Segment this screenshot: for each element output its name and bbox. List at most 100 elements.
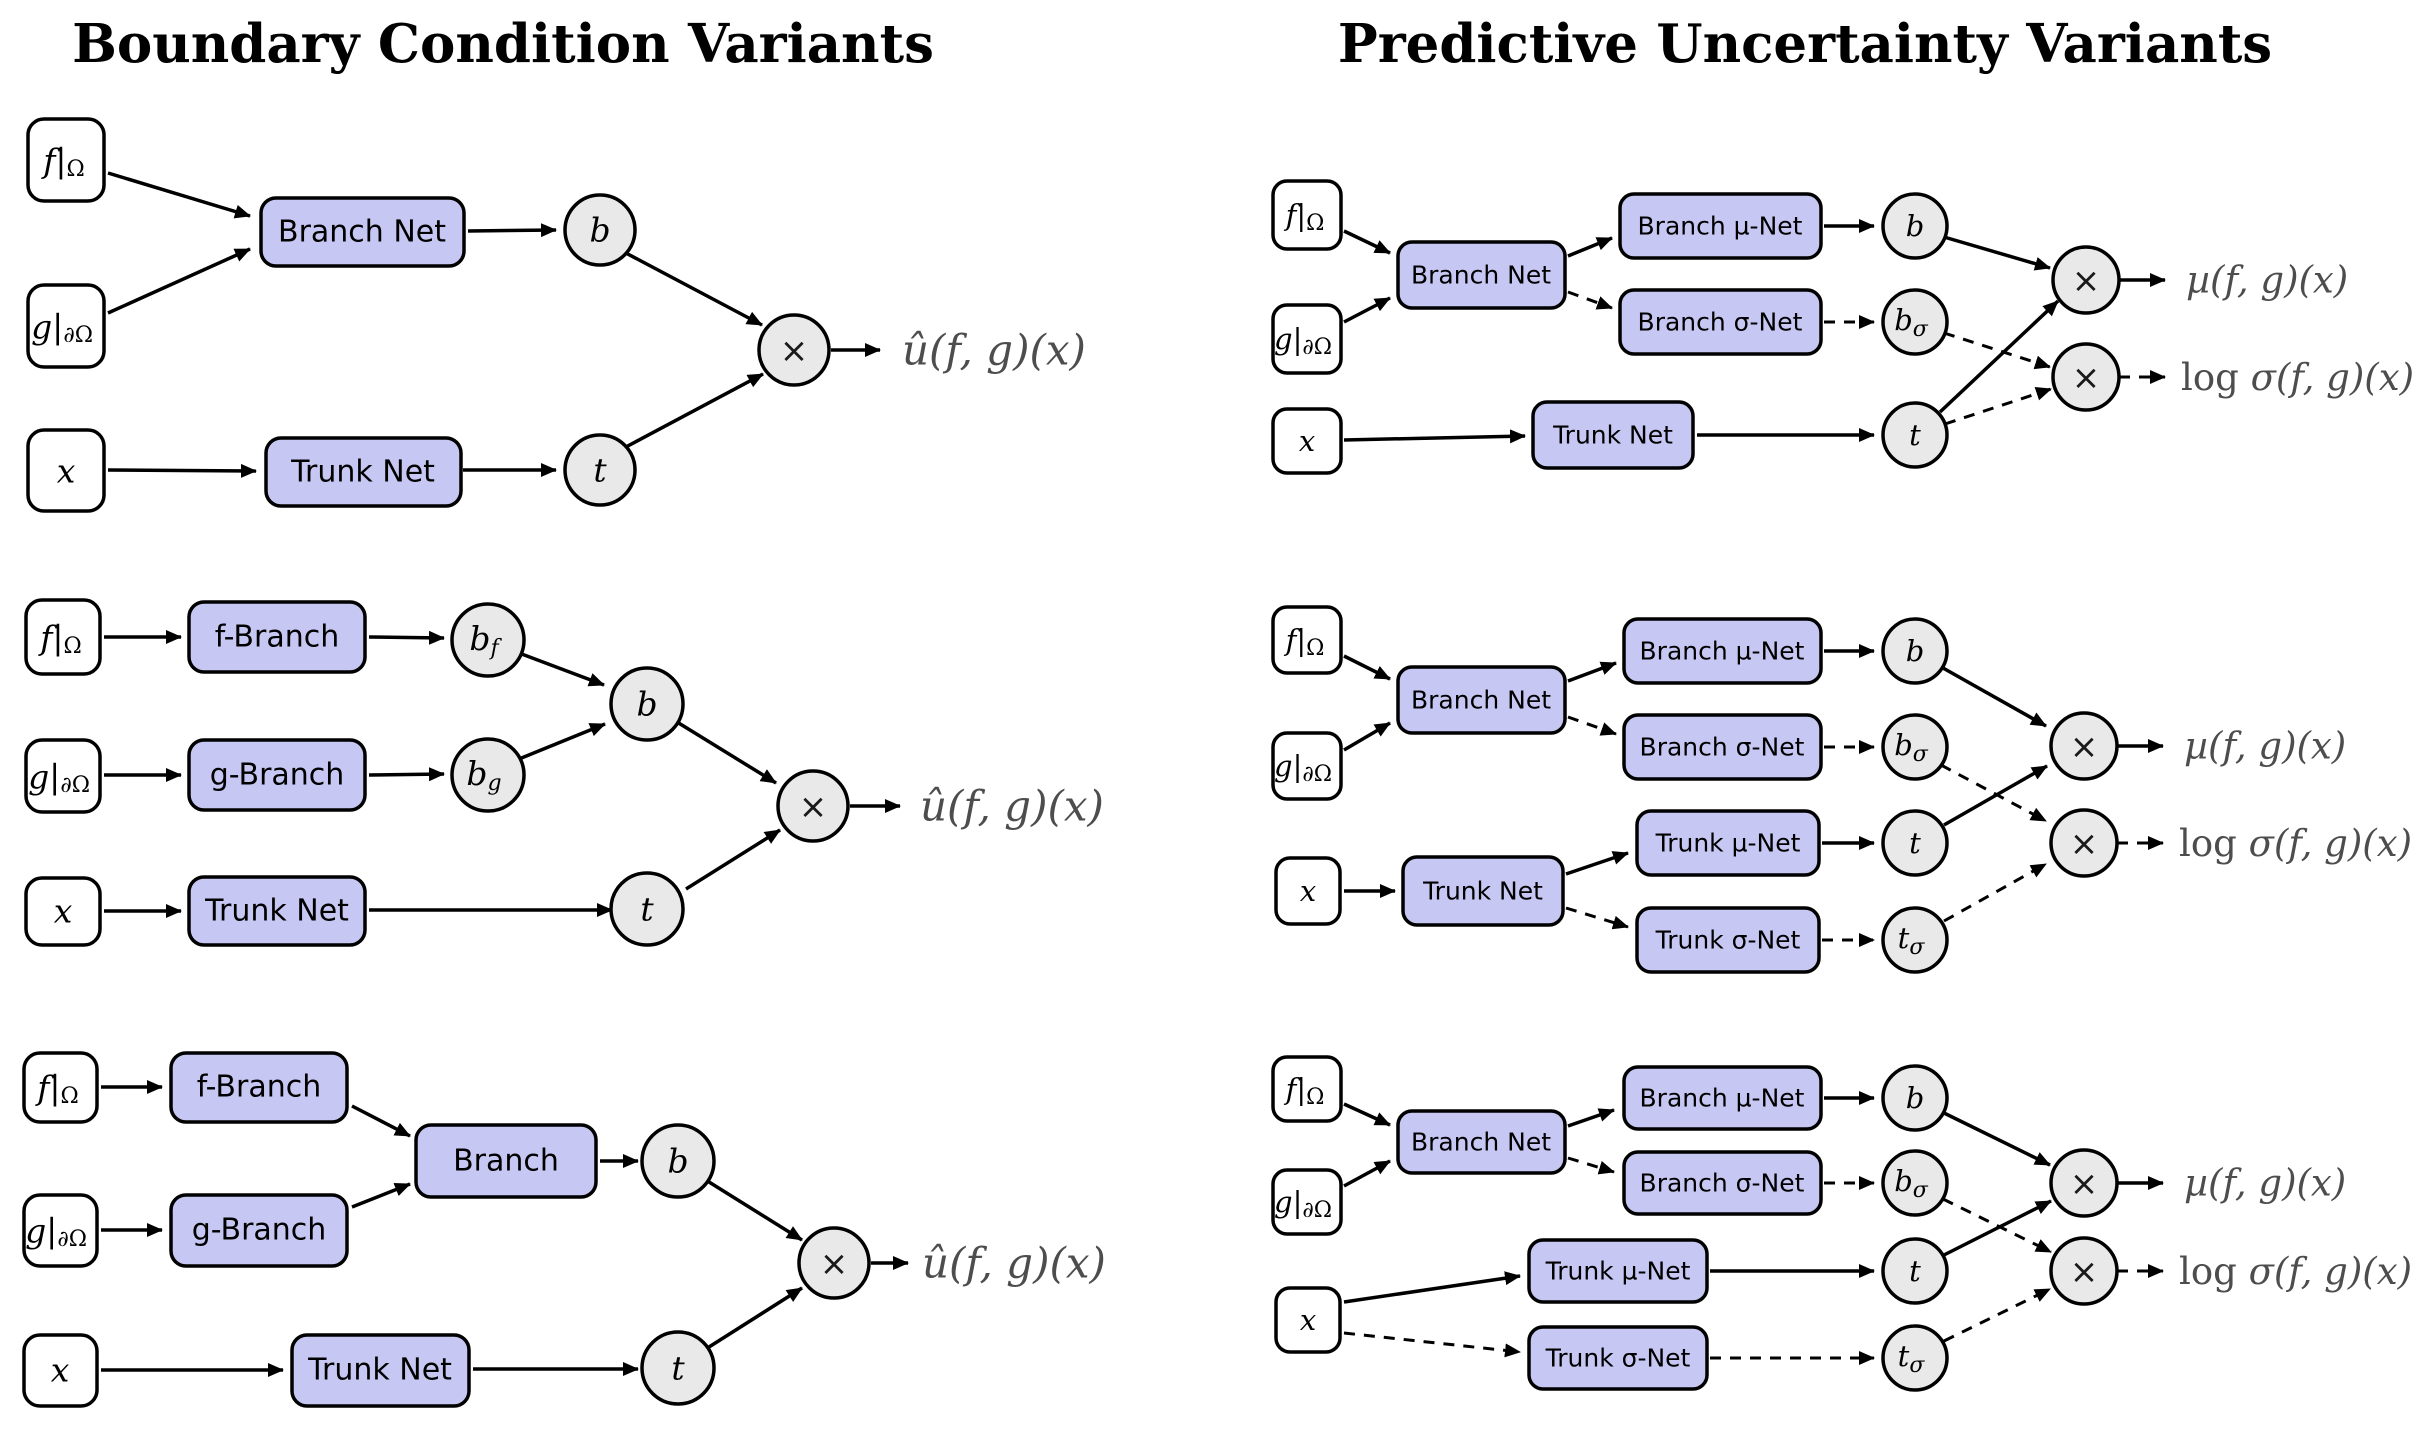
multiply-mu-circle bbox=[2051, 245, 2121, 315]
arrow-gbranch-to-bg bbox=[368, 767, 445, 782]
multiply-label: × bbox=[820, 1244, 849, 1284]
arrow-fbranch-to-branch bbox=[351, 1104, 411, 1138]
arrow-g-to-branchnet bbox=[1343, 721, 1391, 752]
multiply-node: × bbox=[797, 1226, 871, 1300]
input-f-box bbox=[24, 598, 102, 676]
dashed-arrow-branchnet-to-sigmanet bbox=[1567, 1156, 1615, 1175]
arrow-branchnet-to-b bbox=[467, 223, 557, 238]
pu-variant-3: f|Ω g|∂Ω Branch Net Branch µ-Net Branch … bbox=[1271, 1055, 2412, 1392]
input-g-box bbox=[24, 738, 102, 814]
node-b-label: b bbox=[589, 211, 610, 250]
dashed-arrow-tsigma-to-times-sigma bbox=[1943, 862, 2047, 923]
trunk-net-rect bbox=[1531, 400, 1695, 470]
node-t-sigma: tσ bbox=[1881, 1324, 1949, 1392]
node-b: b bbox=[1881, 1064, 1949, 1132]
bc-variant-1: f|Ω g|∂Ω Branch Net x Trunk Net b bbox=[26, 117, 1086, 513]
input-x-label: x bbox=[57, 452, 76, 491]
branch-sigma-net-rect bbox=[1622, 713, 1823, 781]
arrow-gbranch-to-branch bbox=[351, 1182, 411, 1209]
input-g-label: g|∂Ω bbox=[1274, 322, 1332, 360]
node-b-sigma-circle bbox=[1881, 288, 1949, 356]
multiply-sigma-label: × bbox=[2070, 1252, 2099, 1292]
branch-sigma-net-box: Branch σ-Net bbox=[1622, 713, 1823, 781]
multiply-mu-circle bbox=[2049, 1148, 2119, 1218]
trunk-net-box: Trunk Net bbox=[187, 875, 367, 947]
branch-box: Branch bbox=[414, 1123, 598, 1199]
branch-sigma-net-rect bbox=[1618, 288, 1823, 356]
arrow-b-to-times-mu bbox=[1943, 1111, 2051, 1167]
branch-net-box: Branch Net bbox=[259, 196, 466, 268]
input-f-box bbox=[22, 1051, 99, 1124]
input-f: f|Ω bbox=[22, 1051, 99, 1124]
dashed-arrow-bsigma-to-times-sigma bbox=[1943, 331, 2051, 370]
arrow-trunknet-to-trunkmunet bbox=[1565, 851, 1629, 876]
node-b-sigma-label: bσ bbox=[1894, 728, 1929, 767]
node-b-circle bbox=[1881, 1064, 1949, 1132]
node-t-circle bbox=[1881, 401, 1949, 469]
arrow-branchnet-to-munet bbox=[1567, 236, 1613, 258]
multiply-sigma-label: × bbox=[2072, 358, 2101, 398]
node-t-circle bbox=[563, 433, 637, 507]
trunk-sigma-net-label: Trunk σ-Net bbox=[1545, 1344, 1691, 1373]
trunk-net-label: Trunk Net bbox=[1552, 421, 1673, 450]
arrow-f-to-branchnet bbox=[1343, 654, 1391, 681]
input-x-label: x bbox=[1300, 1303, 1316, 1337]
multiply-node-sigma: × bbox=[2049, 1236, 2119, 1306]
multiply-sigma-label: × bbox=[2070, 824, 2099, 864]
node-t-circle bbox=[640, 1330, 716, 1406]
input-x: x bbox=[26, 428, 106, 513]
branch-sigma-net-box: Branch σ-Net bbox=[1618, 288, 1823, 356]
arrow-fbranch-to-bf bbox=[368, 630, 445, 645]
pu-variant-2: f|Ω g|∂Ω Branch Net Branch µ-Net Branch … bbox=[1271, 605, 2412, 974]
node-b-label: b bbox=[1906, 209, 1925, 243]
output-log-sigma: log σ(f, g)(x) bbox=[2179, 822, 2412, 865]
node-t-sigma-label: tσ bbox=[1898, 1339, 1926, 1378]
branch-mu-net-label: Branch µ-Net bbox=[1638, 212, 1803, 241]
right-panel: Predictive Uncertainty Variants f|Ω bbox=[1271, 13, 2414, 1392]
branch-sigma-net-label: Branch σ-Net bbox=[1638, 308, 1803, 337]
output-u-hat: û(f, g)(x) bbox=[902, 326, 1086, 375]
arrow-f-to-branchnet bbox=[1343, 1102, 1391, 1127]
node-t: t bbox=[1881, 401, 1949, 469]
multiply-circle bbox=[797, 1226, 871, 1300]
trunk-net-box: Trunk Net bbox=[1531, 400, 1695, 470]
input-x-label: x bbox=[51, 1351, 70, 1390]
dashed-arrow-x-to-trunksigmanet bbox=[1343, 1331, 1521, 1358]
f-branch-box: f-Branch bbox=[169, 1051, 349, 1124]
output-log-sigma: log σ(f, g)(x) bbox=[2181, 356, 2414, 399]
branch-mu-net-rect bbox=[1622, 617, 1823, 685]
branch-mu-net-box: Branch µ-Net bbox=[1622, 617, 1823, 685]
multiply-node: × bbox=[776, 769, 850, 843]
node-t-circle bbox=[1881, 1237, 1949, 1305]
input-x: x bbox=[1271, 407, 1343, 475]
input-f: f|Ω bbox=[24, 598, 102, 676]
node-b: b bbox=[1881, 617, 1949, 685]
node-t-label: t bbox=[593, 451, 607, 490]
input-g: g|∂Ω bbox=[1271, 303, 1343, 375]
node-bf: bf bbox=[450, 602, 526, 678]
trunk-mu-net-box: Trunk µ-Net bbox=[1635, 809, 1821, 877]
output-mu: µ(f, g)(x) bbox=[2186, 259, 2348, 302]
node-b-label: b bbox=[667, 1142, 688, 1181]
node-b-circle bbox=[640, 1123, 716, 1199]
input-f: f|Ω bbox=[1271, 1055, 1343, 1123]
node-t-sigma-circle bbox=[1881, 906, 1949, 974]
arrow-b-to-times bbox=[623, 250, 763, 327]
trunk-mu-net-rect bbox=[1527, 1238, 1709, 1304]
multiply-sigma-circle bbox=[2049, 808, 2119, 878]
trunk-net-box: Trunk Net bbox=[1401, 855, 1565, 927]
g-branch-box: g-Branch bbox=[169, 1193, 349, 1268]
node-t-circle bbox=[609, 871, 685, 947]
f-branch-rect bbox=[169, 1051, 349, 1124]
trunk-net-rect bbox=[290, 1333, 471, 1408]
multiply-mu-label: × bbox=[2070, 727, 2099, 767]
arrow-g-to-branchnet bbox=[1343, 1159, 1391, 1188]
input-g-box bbox=[22, 1193, 99, 1268]
input-g: g|∂Ω bbox=[1271, 731, 1343, 801]
input-f: f|Ω bbox=[1271, 605, 1343, 675]
node-bf-circle bbox=[450, 602, 526, 678]
left-panel-title: Boundary Condition Variants bbox=[72, 13, 934, 75]
arrow-bg-to-b bbox=[518, 722, 606, 761]
multiply-label: × bbox=[780, 331, 809, 371]
